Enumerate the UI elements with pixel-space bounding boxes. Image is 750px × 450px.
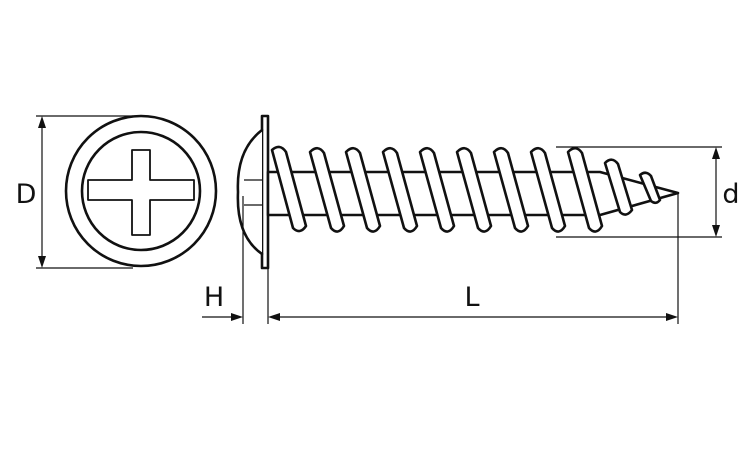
washer-flange (260, 114, 270, 270)
dimension-H: H (202, 196, 269, 324)
dimension-L: L (268, 193, 679, 324)
dimension-label-L: L (464, 282, 479, 313)
dimension-d: d (556, 146, 740, 238)
dimension-label-D: D (16, 179, 37, 210)
phillips-cross-recess (87, 149, 195, 236)
screw-threads (270, 145, 662, 233)
screw-head-top-view (64, 114, 218, 268)
dimension-label-d: d (722, 179, 739, 210)
screw-side-view (236, 114, 680, 270)
screw-head-dome (236, 128, 264, 256)
dimension-D: D (16, 115, 133, 269)
dimension-label-H: H (204, 282, 224, 313)
